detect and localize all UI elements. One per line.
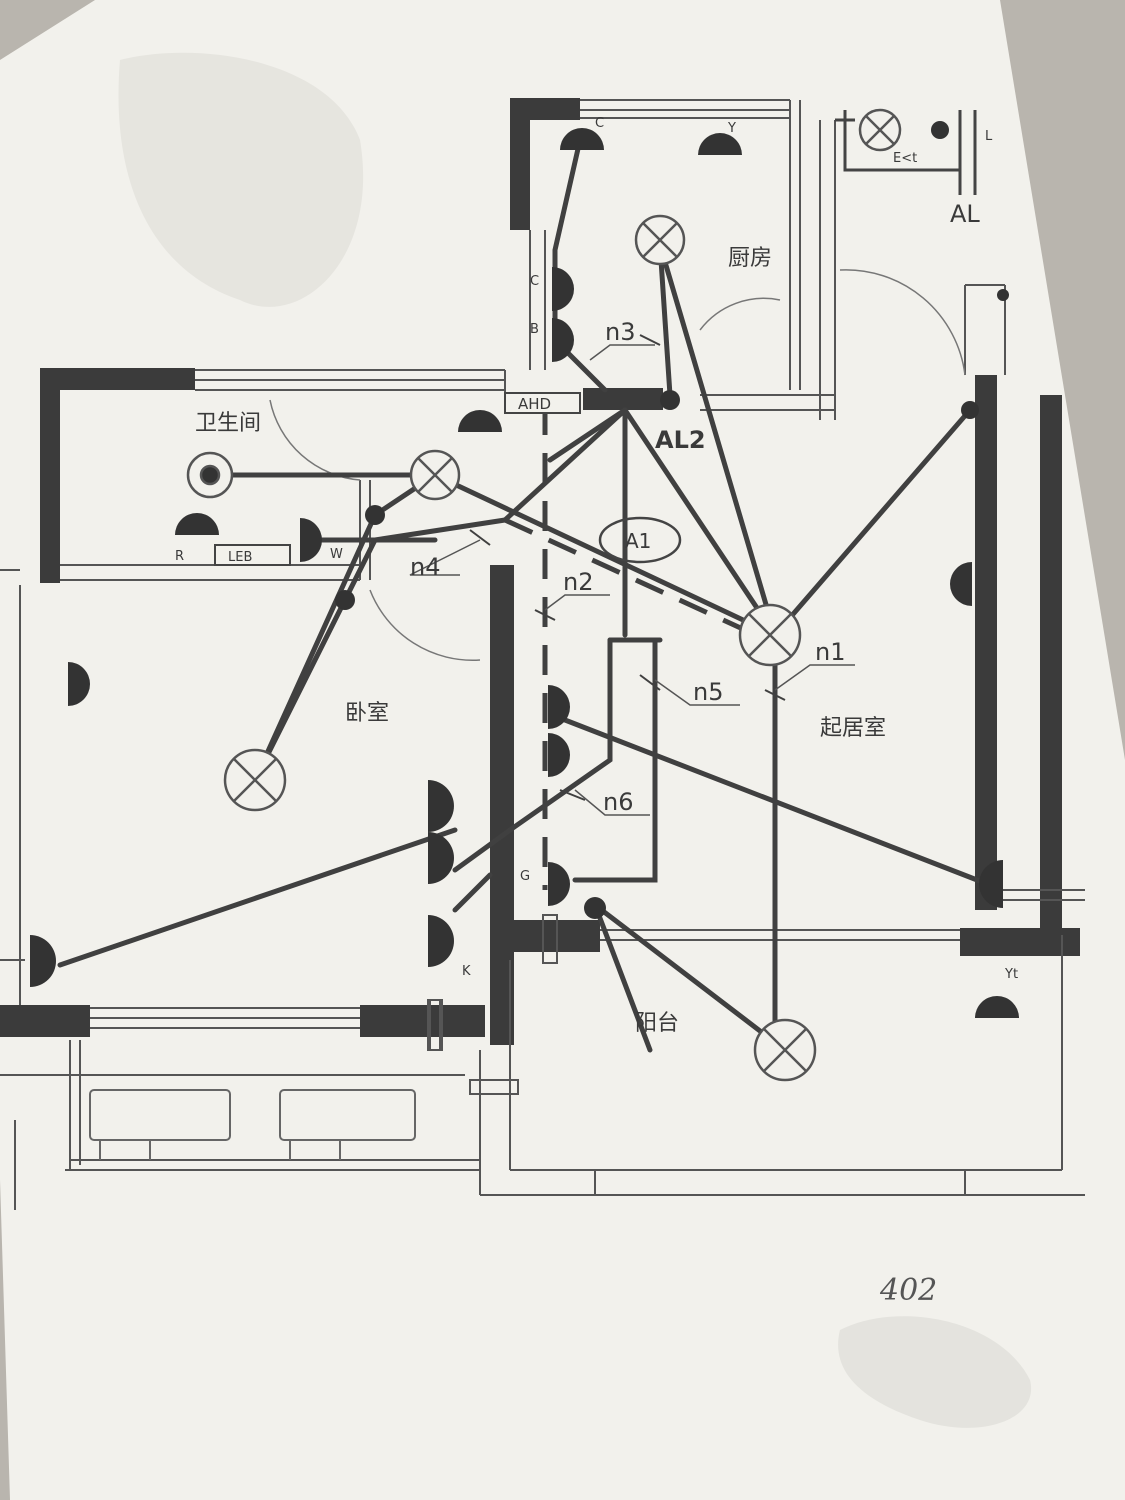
circuit-label: n1 <box>815 638 845 666</box>
socket-icon <box>30 935 56 987</box>
window-marks <box>427 914 558 1095</box>
circuit-label: n5 <box>693 678 723 706</box>
socket-label: K <box>462 964 471 979</box>
ceiling-light-icon <box>409 449 461 501</box>
socket-icon <box>979 860 1003 908</box>
socket-label: L <box>985 129 993 144</box>
socket-icon <box>428 915 454 967</box>
socket-icon <box>300 518 322 562</box>
room-label-kitchen: 厨房 <box>728 246 772 271</box>
socket-icon <box>552 318 574 362</box>
panel-a1 <box>598 516 682 564</box>
room-label-bedroom: 卧室 <box>345 701 389 726</box>
ceiling-light-icon <box>738 603 802 667</box>
leader-lines <box>409 344 855 816</box>
circuit-ticks <box>469 334 786 801</box>
socket-label: E<t <box>893 151 917 166</box>
panel-label-a1: A1 <box>625 529 651 553</box>
room-label-balcony: 阳台 <box>635 1011 679 1036</box>
socket-icon <box>175 513 219 535</box>
switch-icon <box>584 897 606 919</box>
light-fixtures <box>186 108 902 1082</box>
socket-icon <box>548 733 570 777</box>
socket-label: B <box>530 322 539 337</box>
walls <box>0 98 1080 1045</box>
panel-label-al: AL <box>950 200 980 228</box>
switches <box>335 121 1009 919</box>
panel-label-ahd: AHD <box>518 395 551 413</box>
socket-icon <box>68 662 90 706</box>
ceiling-light-icon <box>858 108 902 152</box>
panel-ahd <box>504 392 581 414</box>
panel-label-leb: LEB <box>228 550 252 565</box>
socket-label: C <box>530 274 539 289</box>
sockets <box>30 128 1019 1018</box>
socket-icon <box>548 862 570 906</box>
switch-icon <box>961 401 979 419</box>
wiring-dashed <box>503 405 747 890</box>
socket-label: Yt <box>1004 967 1018 982</box>
ceiling-light-icon <box>753 1018 817 1082</box>
room-label-living: 起居室 <box>820 716 886 741</box>
switch-icon <box>365 505 385 525</box>
socket-icon <box>458 410 502 432</box>
paper-stain <box>838 1316 1032 1428</box>
panel-label-al2: AL2 <box>655 426 706 454</box>
switch-icon <box>335 590 355 610</box>
socket-label: C <box>595 116 604 131</box>
socket-icon <box>975 996 1019 1018</box>
socket-icon <box>428 780 454 832</box>
thin-walls <box>0 99 1085 1210</box>
circuit-label: n2 <box>563 568 593 596</box>
socket-icon <box>552 267 574 311</box>
ceiling-light-icon <box>186 451 234 499</box>
ac-units <box>89 1089 416 1160</box>
panel-leb <box>214 544 291 566</box>
wiring <box>57 137 993 1053</box>
socket-icon <box>548 685 570 729</box>
paper-stain <box>118 52 364 307</box>
switch-icon <box>931 121 949 139</box>
socket-label: G <box>520 869 530 884</box>
panel-al <box>835 110 977 195</box>
circuit-label: n3 <box>605 318 635 346</box>
socket-label: Y <box>727 121 736 136</box>
socket-label: W <box>330 547 343 562</box>
socket-icon <box>698 133 742 155</box>
socket-icon <box>950 562 972 606</box>
circuit-label: n6 <box>603 788 633 816</box>
socket-label: R <box>175 549 184 564</box>
switch-icon <box>660 390 680 410</box>
socket-icon <box>428 832 454 884</box>
ceiling-light-icon <box>223 748 287 812</box>
socket-icon <box>560 128 604 150</box>
circuit-label: n4 <box>410 553 440 581</box>
room-label-bathroom: 卫生间 <box>195 411 261 436</box>
ceiling-light-icon <box>634 214 686 266</box>
handwritten-note: 402 <box>879 1273 937 1308</box>
switch-icon <box>997 289 1009 301</box>
